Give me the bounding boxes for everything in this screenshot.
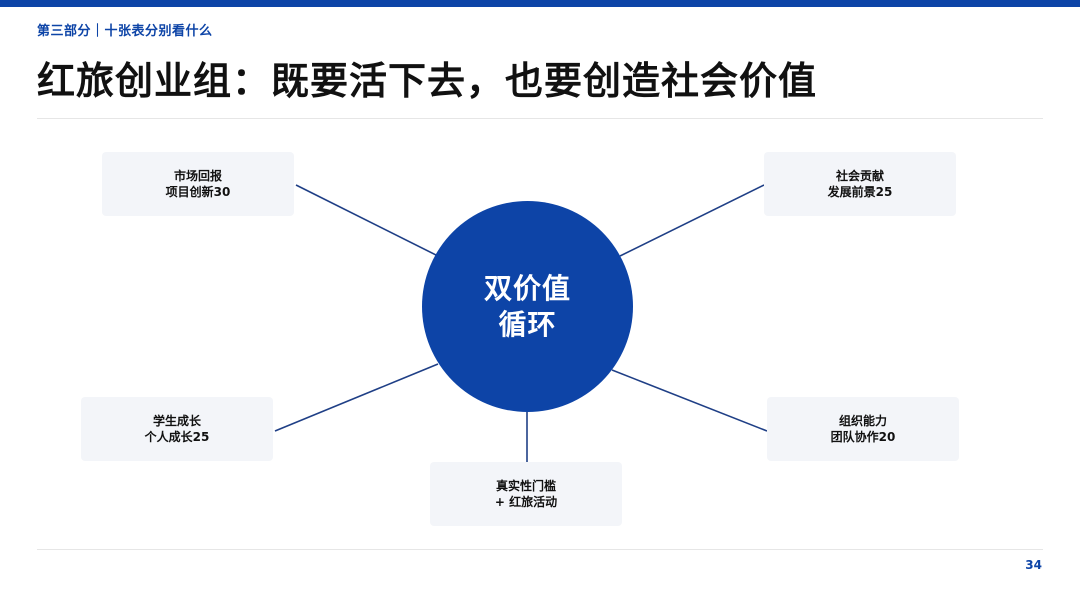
title-divider [37,118,1043,119]
hub-label-line2: 循环 [498,307,557,341]
node-authenticity-threshold: 真实性门槛 + 红旅活动 [430,462,622,526]
page-title: 红旅创业组：既要活下去，也要创造社会价值 [37,59,818,103]
node-title: 社会贡献 [835,169,884,183]
connector-market [295,184,439,257]
node-title: 组织能力 [838,414,887,428]
node-organizational-capability: 组织能力 团队协作20 [767,397,959,461]
node-social-contribution: 社会贡献 发展前景25 [764,152,956,216]
node-title: 真实性门槛 [495,479,556,493]
section-label: 第三部分｜十张表分别看什么 [37,24,213,39]
node-subtitle: + 红旅活动 [494,495,558,509]
node-subtitle: 项目创新30 [165,185,231,199]
page-number: 34 [1025,558,1042,572]
footer-divider [37,549,1043,550]
top-accent-bar [0,0,1080,7]
connector-social [619,184,765,257]
node-student-growth: 学生成长 个人成长25 [81,397,273,461]
connector-org [611,369,768,432]
node-subtitle: 团队协作20 [830,430,896,444]
connector-student [274,363,439,432]
hub-label-line1: 双价值 [483,271,571,305]
node-subtitle: 发展前景25 [827,185,893,199]
node-title: 学生成长 [152,414,201,428]
node-market-return: 市场回报 项目创新30 [102,152,294,216]
node-subtitle: 个人成长25 [144,430,210,444]
hub-circle: 双价值 循环 [422,201,633,412]
node-title: 市场回报 [173,169,222,183]
